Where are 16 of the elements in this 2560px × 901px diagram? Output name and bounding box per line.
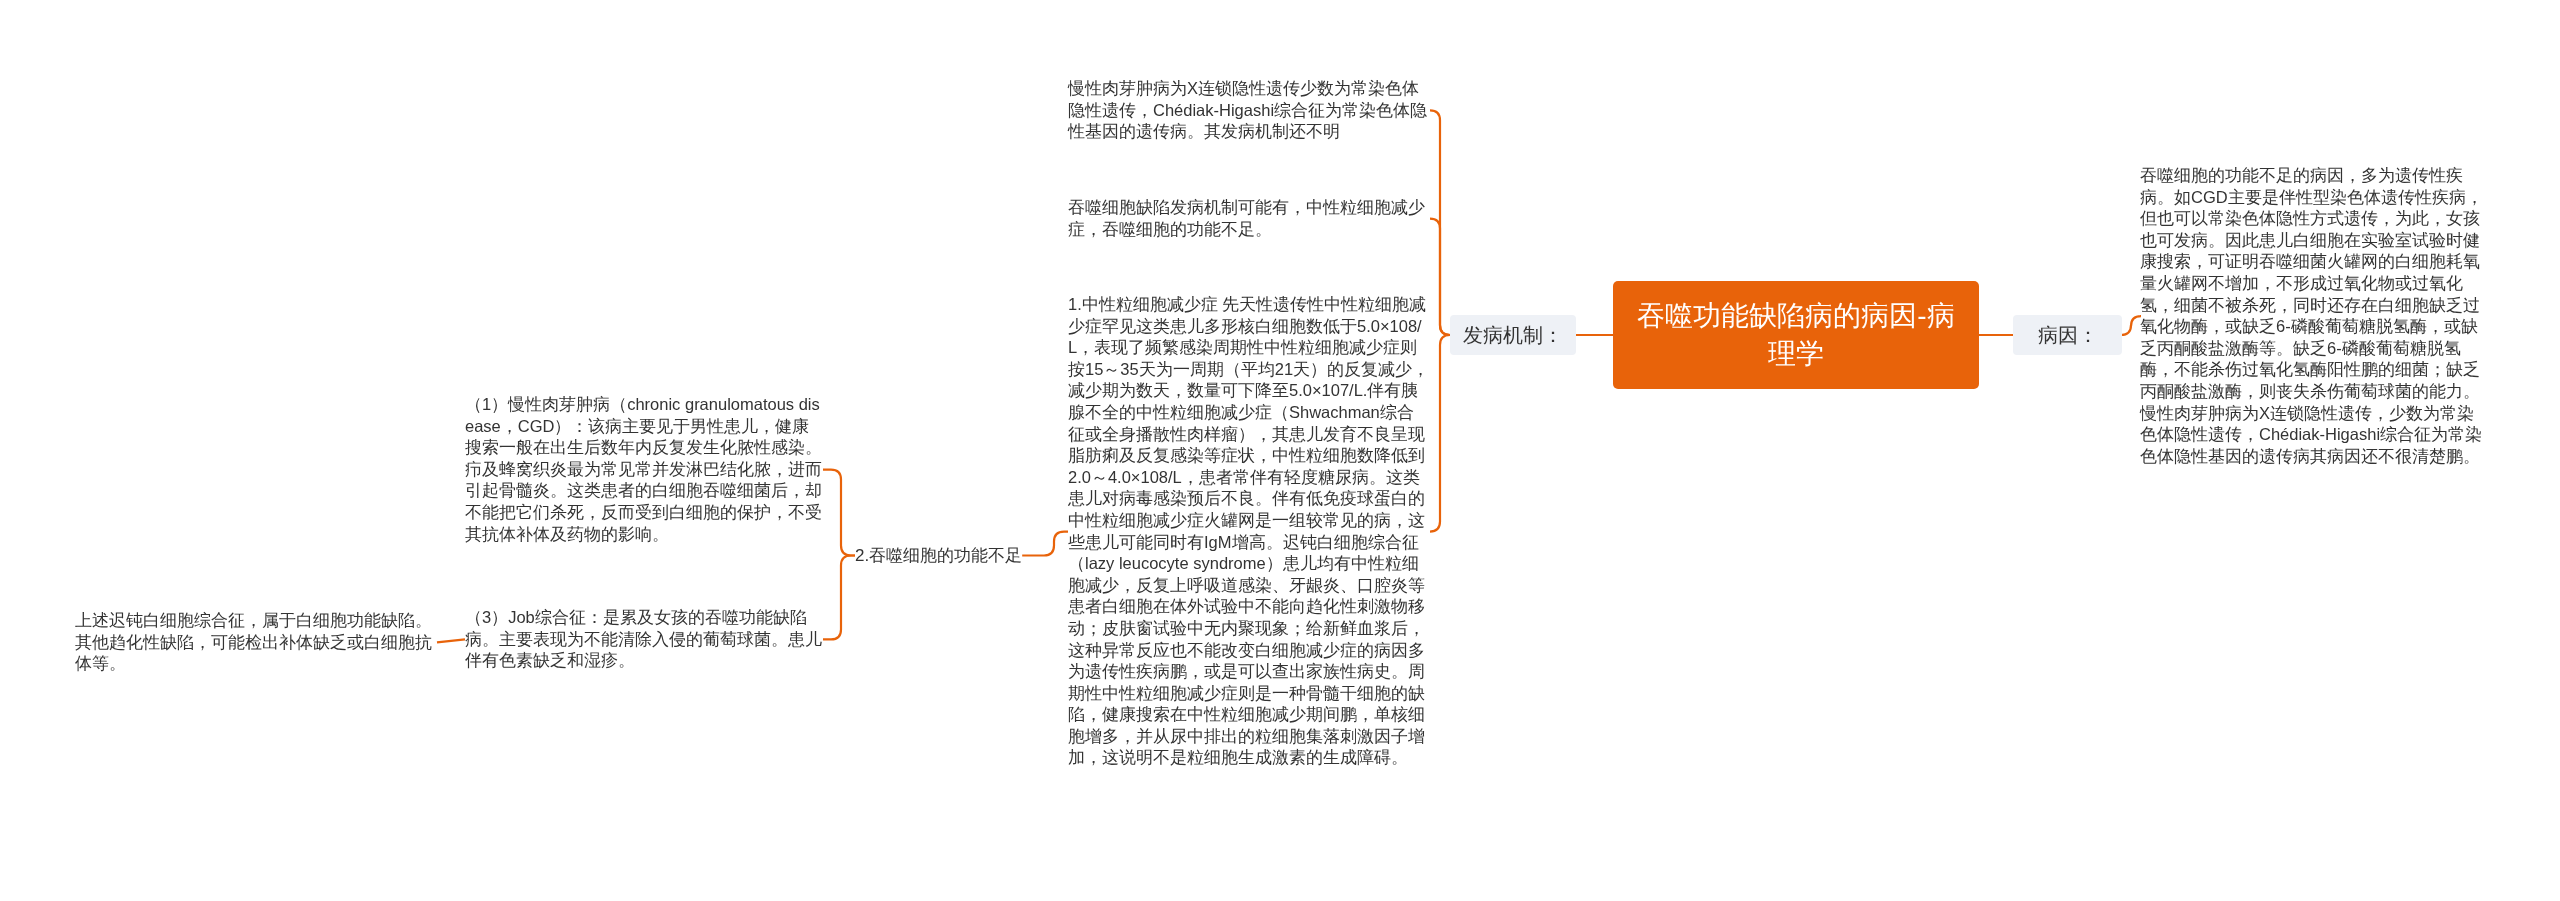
note-text: 1.中性粒细胞减少症 先天性遗传性中性粒细胞减少症罕见这类患儿多形核白细胞数低于5.0×108/L，表现了频繁感染周期性中性粒细胞减少症则按15～35天为一周期（平均21天）的反复减少，减少期为数天，数量可下降至5.0×107/L.伴有胰腺不全的中性粒细胞减少症（Shwachman综合征或全身播散性肉样瘤），其患儿发育不良呈现脂肪痢及反复感染等症状，中性粒细胞数降低到2.0～4.0×108/L，患者常伴有轻度糖尿病。这类患儿对病毒感染预后不良。伴有低免疫球蛋白的中性粒细胞减少症火罐网是一组较常见的病，这些患儿可能同时有IgM增高。迟钝白细胞综合征（lazy leucocyte syndrome）患儿均有中性粒细胞减少，反复上呼吸道感染、牙龈炎、口腔炎等患者白细胞在体外试验中不能向趋化性刺激物移动；皮肤窗试验中无内聚现象；给新鲜血浆后，这种异常反应也不能改变白细胞减少症的病因多为遗传性疾病鹏，或是可以查出家族性病史。周期性中性粒细胞减少症则是一种骨髓干细胞的缺陷，健康搜索在中性粒细胞减少期间鹏，单核细胞增多，并从尿中排出的粒细胞集落刺激因子增加，这说明不是粒细胞生成激素的生成障碍。: [1068, 294, 1430, 770]
topic-box: 发病机制：: [1450, 315, 1576, 355]
note-text: 吞噬细胞缺陷发病机制可能有，中性粒细胞减少症，吞噬细胞的功能不足。: [1068, 197, 1430, 241]
connector-line: [1979, 333, 2013, 337]
central-topic: 吞噬功能缺陷病的病因-病理学: [1613, 281, 1979, 389]
connector-line: [1576, 333, 1613, 337]
topic-text: 2.吞噬细胞的功能不足: [855, 543, 1023, 568]
connector-line: [1428, 333, 1452, 533]
connector-line: [1022, 530, 1068, 557]
note-text: 慢性肉芽肿病为X连锁隐性遗传少数为常染色体隐性遗传，Chédiak-Higashi综合征为常染色体隐性基因的遗传病。其发病机制还不明: [1068, 78, 1430, 143]
connector-line: [436, 638, 466, 644]
note-text: 吞噬细胞的功能不足的病因，多为遗传性疾病。如CGD主要是伴性型染色体遗传性疾病，但也可以常染色体隐性方式遗传，为此，女孩也可发病。因此患儿白细胞在实验室试验时健康搜索，可证明吞噬细菌火罐网的白细胞耗氧量火罐网不增加，不形成过氧化物或过氧化氢，细菌不被杀死，同时还存在白细胞缺乏过氧化物酶，或缺乏6-磷酸葡萄糖脱氢酶，或缺乏丙酮酸盐激酶等。缺乏6-磷酸葡萄糖脱氢酶，不能杀伤过氧化氢酶阳性鹏的细菌；缺乏丙酮酸盐激酶，则丧失杀伤葡萄球菌的能力。慢性肉芽肿病为X连锁隐性遗传，少数为常染色体隐性遗传，Chédiak-Higashi综合征为常染色体隐性基因的遗传病其病因还不很清楚鹏。: [2140, 165, 2488, 468]
note-text: （1）慢性肉芽肿病（chronic granulomatous disease，CGD）：该病主要见于男性患儿，健康搜索一般在出生后数年内反复发生化脓性感染。疖及蜂窝织炎最为常见常并发淋巴结化脓，进而引起骨髓炎。这类患者的白细胞吞噬细菌后，却不能把它们杀死，反而受到白细胞的保护，不受其抗体补体及药物的影响。: [465, 394, 823, 546]
note-text: （3）Job综合征：是累及女孩的吞噬功能缺陷病。主要表现为不能清除入侵的葡萄球菌。患儿伴有色素缺乏和湿疹。: [465, 607, 823, 672]
topic-box: 病因：: [2013, 315, 2122, 355]
note-text: 上述迟钝白细胞综合征，属于白细胞功能缺陷。其他趋化性缺陷，可能检出补体缺乏或白细胞抗体等。: [75, 610, 437, 675]
